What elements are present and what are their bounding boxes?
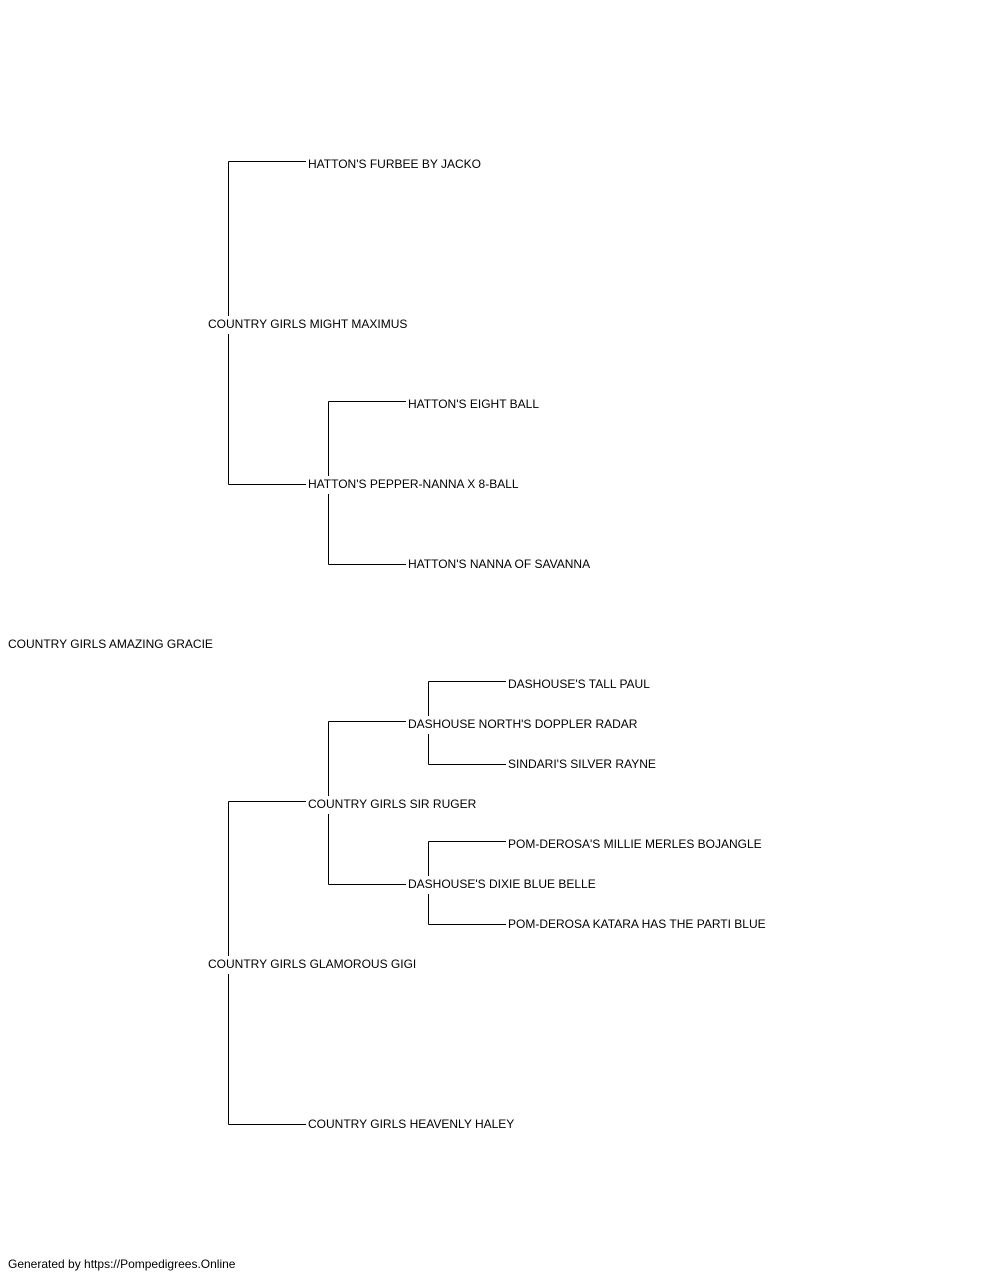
pedigree-sire-sire: HATTON'S FURBEE BY JACKO [308, 157, 481, 171]
pedigree-dam-sire-sire-sire: DASHOUSE'S TALL PAUL [508, 677, 650, 691]
pedigree-sire: COUNTRY GIRLS MIGHT MAXIMUS [208, 317, 408, 331]
pedigree-dam-sire-sire-dam: SINDARI'S SILVER RAYNE [508, 757, 656, 771]
pedigree-sire-dam: HATTON'S PEPPER-NANNA X 8-BALL [308, 477, 519, 491]
pedigree-dam-dam: COUNTRY GIRLS HEAVENLY HALEY [308, 1117, 515, 1131]
pedigree-sire-dam-dam: HATTON'S NANNA OF SAVANNA [408, 557, 591, 571]
pedigree-sire-dam-sire: HATTON'S EIGHT BALL [408, 397, 539, 411]
pedigree-dam: COUNTRY GIRLS GLAMOROUS GIGI [208, 957, 417, 971]
pedigree-dam-sire-dam-dam: POM-DEROSA KATARA HAS THE PARTI BLUE [508, 917, 766, 931]
generated-by-footer: Generated by https://Pompedigrees.Online [8, 1257, 236, 1271]
pedigree-subject: COUNTRY GIRLS AMAZING GRACIE [8, 637, 213, 651]
pedigree-dam-sire: COUNTRY GIRLS SIR RUGER [308, 797, 477, 811]
pedigree-dam-sire-dam-sire: POM-DEROSA'S MILLIE MERLES BOJANGLE [508, 837, 762, 851]
pedigree-dam-sire-sire: DASHOUSE NORTH'S DOPPLER RADAR [408, 717, 638, 731]
pedigree-dam-sire-dam: DASHOUSE'S DIXIE BLUE BELLE [408, 877, 596, 891]
